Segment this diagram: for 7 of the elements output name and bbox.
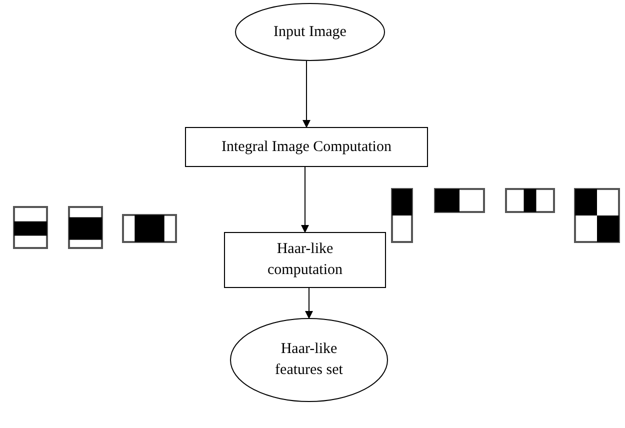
arrow <box>301 166 309 233</box>
arrow <box>305 288 313 319</box>
node-label: Integral Image Computation <box>222 138 392 156</box>
node-label: Input Image <box>274 22 346 42</box>
node-label: Haar-like computation <box>266 240 344 280</box>
node-label: Haar-like features set <box>274 340 344 380</box>
arrow <box>302 60 310 128</box>
